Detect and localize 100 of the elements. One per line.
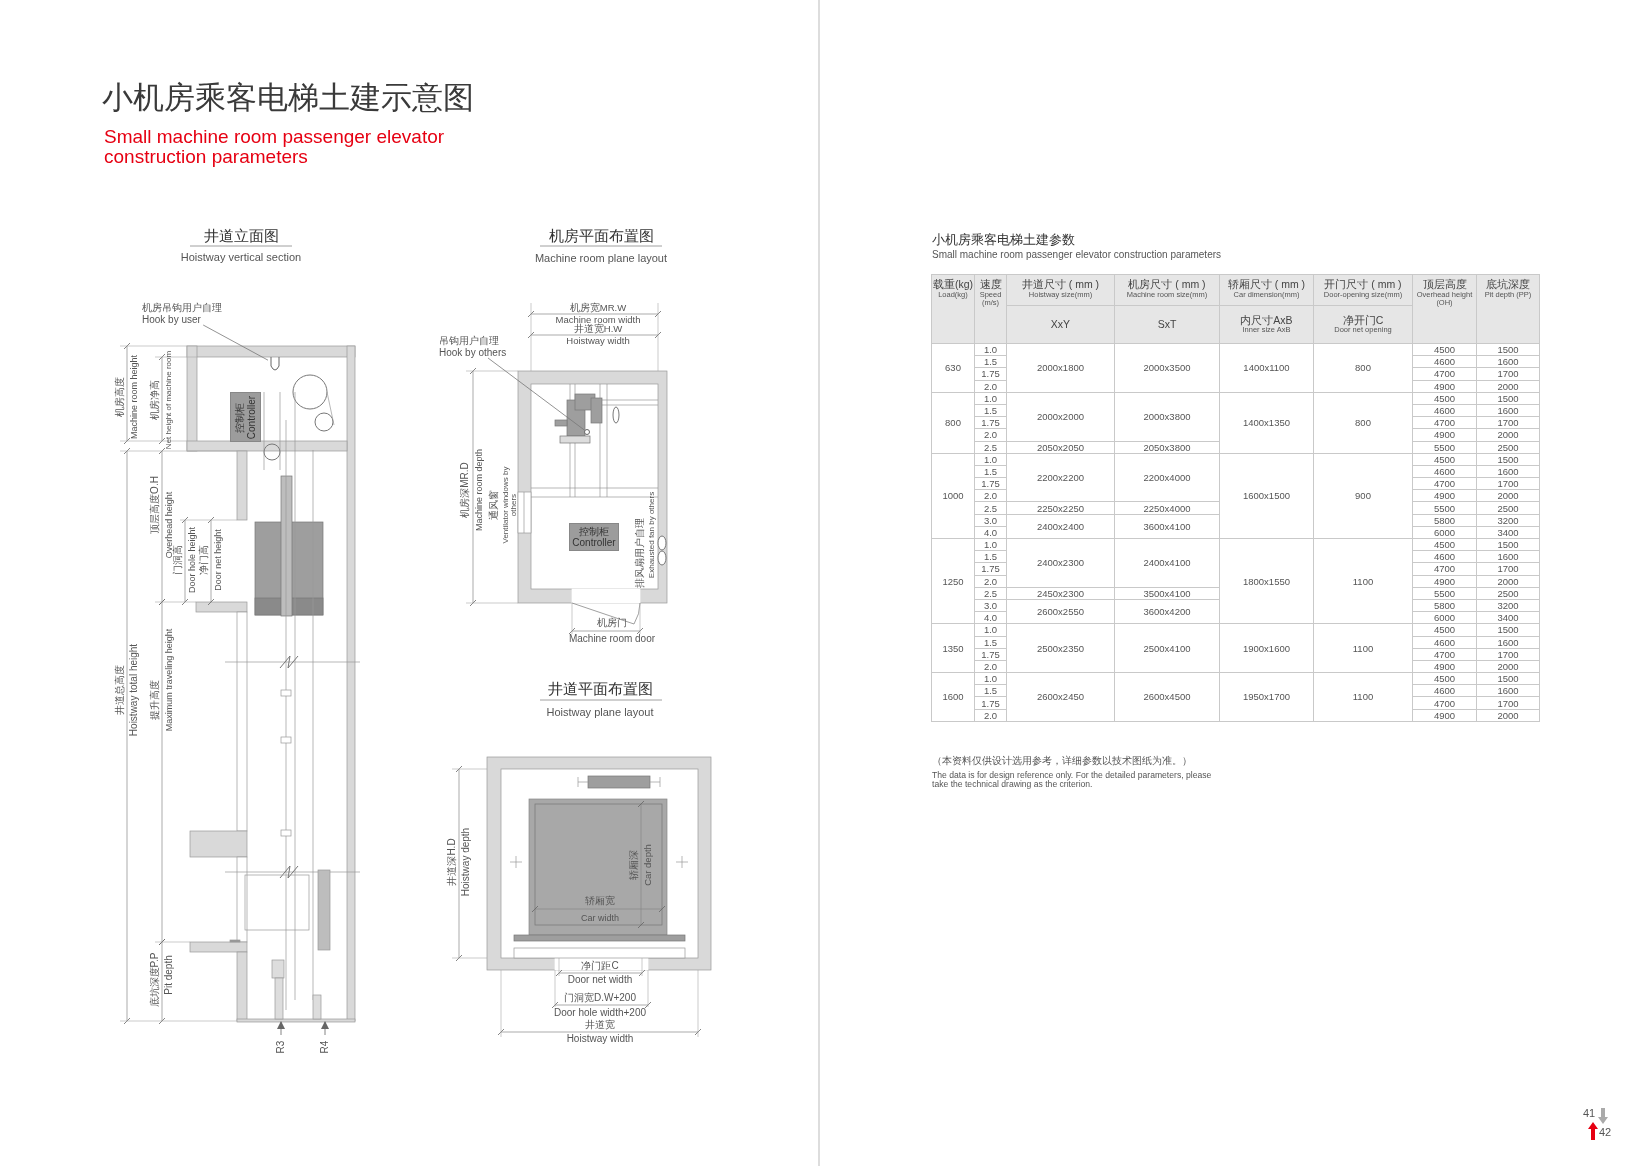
table-cell: 1.0 [974, 453, 1007, 466]
dimension-label: 井道宽 [585, 1019, 615, 1031]
table-cell: 1700 [1476, 416, 1540, 429]
controller-label: 控制柜 [234, 401, 246, 435]
part-label: Ventilator windows by others [501, 465, 519, 545]
table-cell: 4700 [1412, 696, 1477, 710]
table-cell: 800 [931, 392, 975, 454]
table-cell: 1600 [1476, 636, 1540, 649]
table-cell: 2050x2050 [1006, 441, 1115, 454]
header-text: 载重(kg) [932, 278, 974, 291]
table-cell: 2000x3500 [1114, 343, 1220, 393]
footnote: The data is for design reference only. For the detailed parameters, please take the technical drawing as the criterion. [932, 771, 1212, 790]
table-cell: 1500 [1476, 538, 1540, 551]
table-cell: 1400x1100 [1219, 343, 1314, 393]
dimension-label: Hoistway total height [128, 643, 140, 737]
section-heading: 机房平面布置图 [548, 227, 654, 245]
footnote: （本资料仅供设计选用参考，详细参数以技术图纸为准。） [932, 756, 1192, 767]
table-cell: 4500 [1412, 672, 1477, 685]
table-cell: 1100 [1313, 623, 1413, 673]
part-label: 排风扇用户自理 [634, 518, 646, 588]
force-label: R4 [319, 1040, 331, 1054]
dimension-label: 提升高度 [149, 680, 161, 720]
page-subtitle: Small machine room passenger elevator construction parameters [104, 127, 446, 167]
table-cell: 1600 [1476, 550, 1540, 563]
dimension-label: 轿厢深 [628, 850, 640, 880]
table-cell: 2000x3800 [1114, 392, 1220, 441]
dimension-label: 门洞高 [172, 545, 184, 575]
dimension-label: 底坑深度P.P [149, 952, 161, 1008]
table-cell: 2500 [1476, 587, 1540, 600]
dimension-label: Net height of machine room [164, 350, 174, 450]
table-cell: 3.0 [974, 599, 1007, 612]
part-label: Machine room door [568, 633, 656, 645]
table-cell: 3400 [1476, 611, 1540, 624]
table-cell: 1400x1350 [1219, 392, 1314, 454]
header-text: 内尺寸AxB [1239, 313, 1294, 327]
table-cell: 1900x1600 [1219, 623, 1314, 673]
header-text: 顶层高度 [1421, 278, 1468, 291]
dimension-label: Hoistway width [566, 335, 630, 347]
table-cell: 2000 [1476, 575, 1540, 588]
table-cell: 2600x2450 [1006, 672, 1115, 722]
dimension-label: 净门高 [198, 545, 210, 575]
section-subheading: Hoistway plane layout [546, 705, 654, 719]
table-cell: 5500 [1412, 587, 1477, 600]
table-cell: 4500 [1412, 538, 1477, 551]
table-cell: 2200x4000 [1114, 453, 1220, 502]
dimension-label: 门洞宽D.W+200 [564, 992, 636, 1004]
header-text: 机房尺寸 ( mm ) [1127, 278, 1207, 291]
table-cell: 4600 [1412, 404, 1477, 417]
table-cell: 2500x4100 [1114, 623, 1220, 673]
table-cell: 2.5 [974, 587, 1007, 600]
table-cell: 2200x2200 [1006, 453, 1115, 502]
dimension-label: Hoistway width [566, 1033, 634, 1045]
table-cell: 1.0 [974, 623, 1007, 636]
table-cell: 1700 [1476, 648, 1540, 661]
dimension-label: 轿厢宽 [585, 895, 615, 907]
controller-box [230, 392, 261, 442]
table-cell: 1500 [1476, 392, 1540, 405]
table-cell: 1700 [1476, 696, 1540, 710]
dimension-label: Door hole height [186, 527, 198, 593]
table-cell: 4600 [1412, 636, 1477, 649]
table-cell: 2000 [1476, 660, 1540, 673]
table-cell: 4900 [1412, 489, 1477, 502]
table-cell: 2250x2250 [1006, 501, 1115, 515]
table-cell: 1950x1700 [1219, 672, 1314, 722]
table-cell: 5800 [1412, 599, 1477, 612]
table-cell: 4700 [1412, 367, 1477, 381]
table-cell: 2000 [1476, 709, 1540, 722]
controller-label: Controller [572, 537, 616, 549]
callout-text: 机房吊钩用户自理 [142, 302, 222, 314]
dimension-label: 井道宽H.W [573, 323, 623, 335]
header-text: 速度 [978, 278, 1003, 291]
dimension-label: 机房深MR.D [459, 462, 471, 518]
dimension-label: Machine room height [128, 355, 140, 439]
table-cell: 3200 [1476, 599, 1540, 612]
dimension-label: Car width [581, 912, 619, 924]
table-cell: 4900 [1412, 380, 1477, 393]
table-cell: 2000 [1476, 428, 1540, 441]
dimension-label: 净门距C [581, 960, 619, 972]
table-cell: 5500 [1412, 501, 1477, 515]
table-cell: 2000x2000 [1006, 392, 1115, 441]
header-text: 井道尺寸 ( mm ) [1020, 278, 1101, 291]
page-number: 41 [1583, 1107, 1596, 1120]
table-cell: 4700 [1412, 562, 1477, 576]
table-cell: 2000 [1476, 380, 1540, 393]
table-cell: 4500 [1412, 343, 1477, 356]
section-heading: 井道平面布置图 [547, 680, 653, 698]
table-cell: 4600 [1412, 465, 1477, 478]
dimension-label: 机房净高 [149, 380, 161, 420]
page-title: 小机房乘客电梯土建示意图 [102, 80, 474, 116]
header-text: SxT [1156, 318, 1178, 331]
table-cell: 1.0 [974, 672, 1007, 685]
dimension-label: Machine room width [555, 314, 641, 325]
table-cell: 2.5 [974, 441, 1007, 454]
dimension-label: 井道总高度 [114, 665, 126, 715]
table-cell: 1500 [1476, 343, 1540, 356]
table-cell: 5500 [1412, 441, 1477, 454]
table-cell: 5800 [1412, 514, 1477, 527]
table-cell: 2500 [1476, 441, 1540, 454]
table-cell: 1600 [931, 672, 975, 722]
table-cell: 1.0 [974, 538, 1007, 551]
